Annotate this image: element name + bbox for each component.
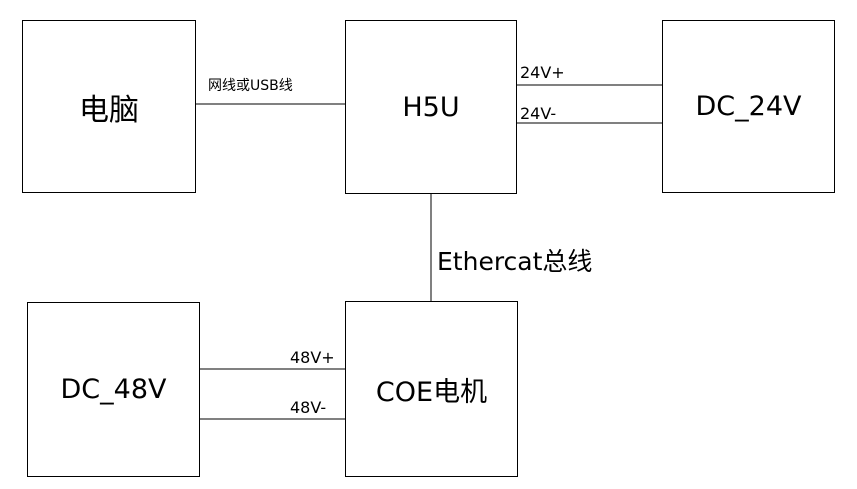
node-coe-motor-label: COE电机 — [375, 376, 488, 408]
node-dc-24v-label: DC_24V — [695, 91, 802, 122]
node-dc-24v: DC_24V — [662, 20, 835, 193]
label-pc-h5u-cable: 网线或USB线 — [208, 78, 293, 94]
label-48v-minus: 48V- — [290, 398, 327, 417]
label-24v-plus: 24V+ — [520, 63, 565, 82]
node-h5u: H5U — [345, 20, 517, 194]
label-48v-plus: 48V+ — [290, 348, 335, 367]
node-h5u-label: H5U — [402, 91, 460, 123]
node-computer-label: 电脑 — [79, 92, 139, 128]
label-ethercat-bus: Ethercat总线 — [437, 247, 593, 276]
node-coe-motor: COE电机 — [345, 301, 518, 477]
node-computer: 电脑 — [22, 20, 196, 193]
label-24v-minus: 24V- — [520, 104, 557, 123]
node-dc-48v: DC_48V — [27, 302, 200, 477]
node-dc-48v-label: DC_48V — [60, 374, 167, 405]
